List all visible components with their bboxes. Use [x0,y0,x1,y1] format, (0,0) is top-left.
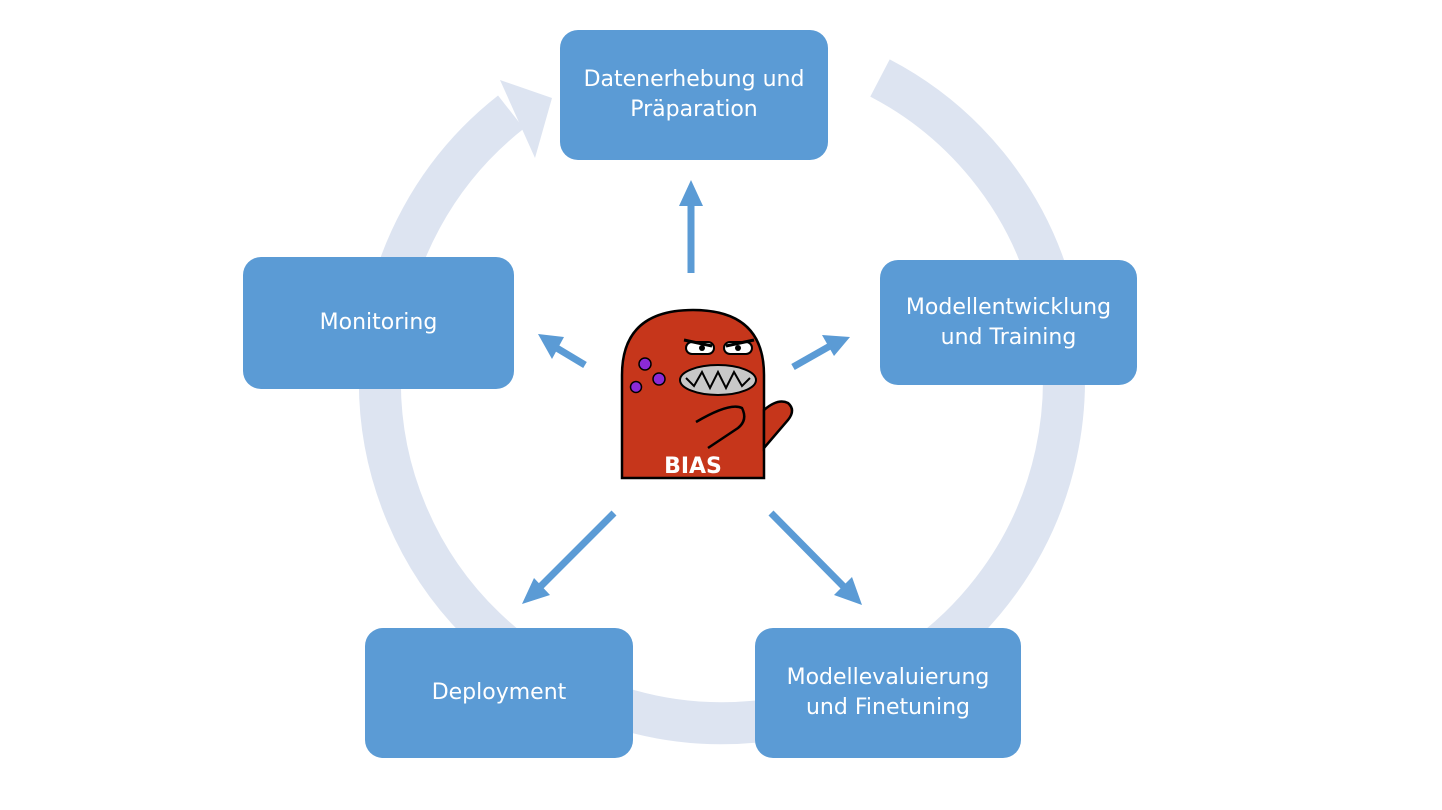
step-datenerhebung-label: Datenerhebung und Präparation [583,67,805,122]
step-monitoring: Monitoring [243,257,514,389]
step-datenerhebung: Datenerhebung und Präparation [560,30,828,160]
arrow-to-deployment [522,510,617,604]
arrow-to-modellevaluierung [768,510,862,605]
step-monitoring-label: Monitoring [319,310,438,335]
step-modellevaluierung-label: Modellevaluierung und Finetuning [786,665,990,720]
arrow-to-monitoring [538,334,587,369]
step-deployment-label: Deployment [431,680,567,705]
step-modellevaluierung: Modellevaluierung und Finetuning [755,628,1021,758]
bias-label: BIAS [664,454,722,479]
cycle-arrowhead [500,80,552,158]
arrow-to-modellentwicklung [791,335,850,371]
step-modellentwicklung: Modellentwicklung und Training [880,260,1137,385]
step-deployment: Deployment [365,628,633,758]
arrow-to-datenerhebung [679,180,703,273]
bias-monster-icon: BIAS [620,308,794,480]
center-arrows [522,180,862,605]
step-modellentwicklung-label: Modellentwicklung und Training [905,294,1112,350]
